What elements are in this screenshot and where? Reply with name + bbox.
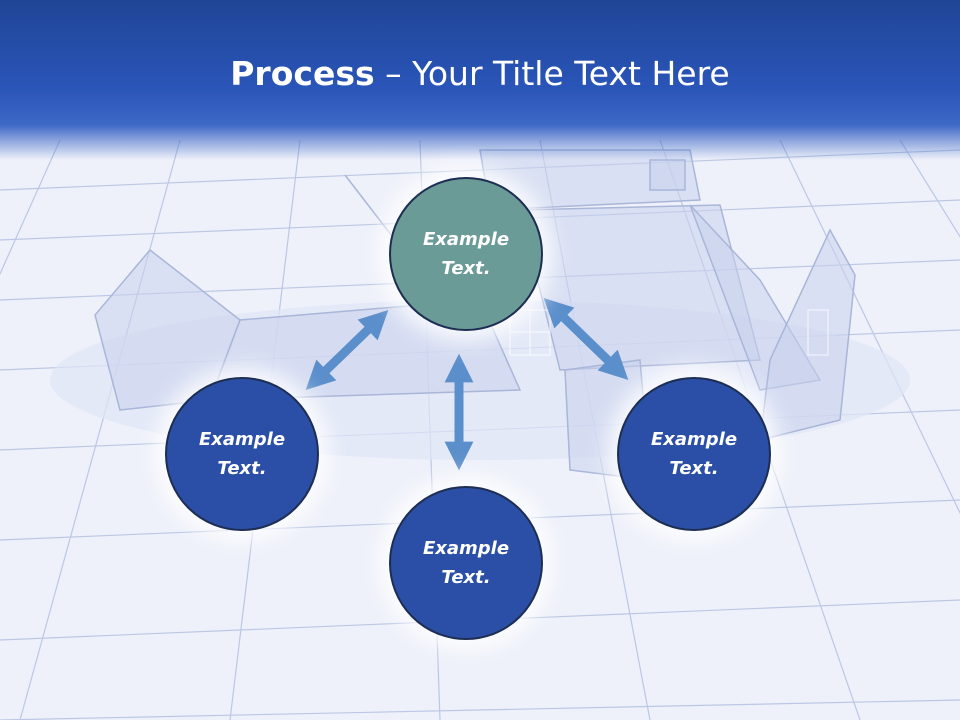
- node-text-line2: Text.: [217, 458, 267, 479]
- title-bold: Process: [230, 54, 375, 93]
- process-node-left[interactable]: Example Text.: [165, 377, 319, 531]
- node-text-line2: Text.: [441, 258, 491, 279]
- process-node-top[interactable]: Example Text.: [389, 177, 543, 331]
- node-text-line1: Example: [650, 429, 738, 450]
- node-text-line2: Text.: [441, 567, 491, 588]
- node-text-line1: Example: [422, 229, 510, 250]
- node-text-line2: Text.: [669, 458, 719, 479]
- title-rest: – Your Title Text Here: [374, 54, 730, 93]
- process-node-bottom[interactable]: Example Text.: [389, 486, 543, 640]
- slide-title[interactable]: Process – Your Title Text Here: [0, 52, 960, 96]
- node-text-line1: Example: [422, 538, 510, 559]
- process-node-right[interactable]: Example Text.: [617, 377, 771, 531]
- node-text-line1: Example: [198, 429, 286, 450]
- title-bar: [0, 0, 960, 160]
